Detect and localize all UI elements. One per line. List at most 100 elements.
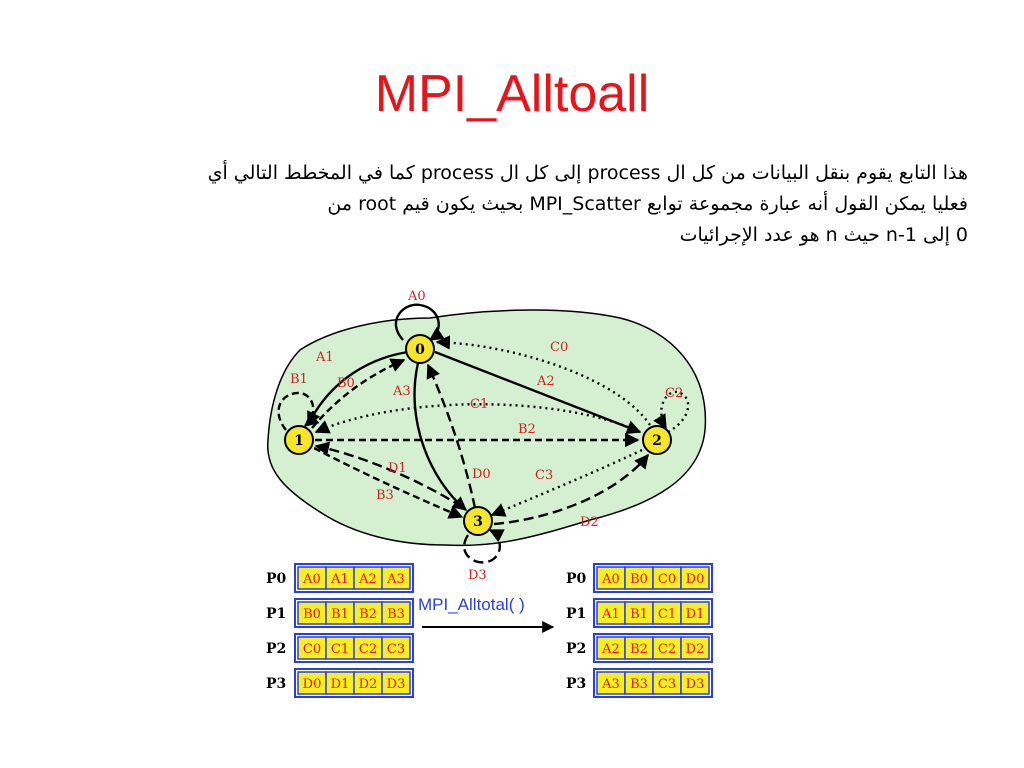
after-row-frame (593, 598, 713, 628)
edge-label-b3: B3 (376, 488, 394, 503)
edge-label-a0: A0 (407, 289, 426, 304)
edges (277, 303, 690, 564)
edge-b0 (311, 358, 406, 429)
node-3 (463, 506, 493, 536)
after-row-label: P3 (566, 676, 586, 692)
body-line-3: 0 إلى n-1 حيث n هو عدد الإجرائيات (679, 224, 968, 246)
before-cell-text: D3 (387, 677, 406, 692)
edge-b3 (313, 446, 464, 519)
after-cell-text: B1 (630, 607, 648, 622)
before-row-frame (294, 668, 414, 698)
after-row-label: P2 (566, 641, 586, 657)
before-row-label: P0 (266, 571, 287, 587)
edge-label-b1: B1 (290, 372, 308, 387)
edge-a0-loop (394, 303, 445, 341)
before-cell-text: B3 (387, 607, 405, 622)
before-cell (381, 601, 411, 625)
body-text: هذا التابع يقوم بنقل البيانات من كل ال p… (100, 158, 968, 251)
before-cell-text: B0 (303, 607, 321, 622)
after-cell-text: C0 (658, 572, 676, 587)
after-cell-text: A3 (601, 677, 620, 692)
before-cell-text: C3 (387, 642, 405, 657)
after-cell (680, 566, 710, 590)
before-cell-text: C2 (359, 642, 377, 657)
edge-label-a3: A3 (392, 384, 411, 399)
after-row-frame (593, 668, 713, 698)
edge-d3-loop (462, 528, 505, 564)
before-row-label: P1 (266, 606, 286, 622)
after-cell (680, 601, 710, 625)
before-cell-text: B2 (359, 607, 377, 622)
edge-label-d3: D3 (468, 568, 487, 583)
after-cell (680, 671, 710, 695)
process-region (267, 309, 707, 547)
before-cell (381, 636, 411, 660)
graph-nodes: 0 1 2 3 (284, 334, 672, 536)
node-0-label: 0 (415, 342, 425, 358)
edge-label-d1: D1 (388, 461, 407, 476)
after-cell-text: A0 (601, 572, 620, 587)
after-row-label: P1 (566, 606, 586, 622)
edge-d0 (426, 363, 477, 509)
after-cell-text: A1 (601, 607, 620, 622)
edge-c2-loop (653, 390, 690, 434)
before-cell-text: D2 (359, 677, 378, 692)
after-row-frame (593, 563, 713, 593)
edge-labels: A0 A1 B1 B0 A3 C0 A2 C2 C1 B2 D1 D0 C3 B… (290, 289, 683, 583)
node-0 (405, 334, 435, 364)
after-cell-text: B2 (630, 642, 648, 657)
edge-label-a1: A1 (315, 350, 334, 365)
edge-label-d2: D2 (580, 515, 599, 530)
edge-label-c1: C1 (470, 397, 488, 412)
node-1 (284, 425, 314, 455)
before-cell-text: A3 (386, 572, 405, 587)
after-cell-text: D2 (686, 642, 705, 657)
edge-label-c3: C3 (535, 468, 553, 483)
before-cell (381, 566, 411, 590)
edge-a3 (413, 362, 468, 511)
slide-title: MPI_Alltoall (374, 65, 650, 123)
edge-label-d0: D0 (472, 467, 491, 482)
before-cell-text: C1 (331, 642, 349, 657)
edge-label-a2: A2 (536, 374, 555, 389)
edge-c1 (314, 403, 641, 434)
before-cell-text: D0 (303, 677, 322, 692)
edge-a1 (306, 350, 409, 427)
transform-label: MPI_Alltotal( ) (418, 595, 525, 614)
after-row-frame (593, 633, 713, 663)
after-cell-text: C2 (658, 642, 676, 657)
before-cell-text: C0 (303, 642, 321, 657)
edge-d1 (314, 441, 463, 509)
before-row-frame (294, 563, 414, 593)
edge-label-c0: C0 (550, 340, 568, 355)
edge-d2 (493, 453, 649, 526)
edge-label-b2: B2 (518, 422, 536, 437)
before-cell (381, 671, 411, 695)
before-cell-text: B1 (331, 607, 349, 622)
before-cell-text: A0 (302, 572, 321, 587)
after-cell-text: B0 (630, 572, 648, 587)
after-cell (680, 636, 710, 660)
after-cell-text: D3 (686, 677, 705, 692)
after-cell-text: D0 (686, 572, 705, 587)
node-1-label: 1 (294, 433, 304, 449)
before-row-label: P2 (266, 641, 286, 657)
before-row-frame (294, 598, 414, 628)
after-cell-text: C1 (658, 607, 676, 622)
after-cell-text: D1 (686, 607, 705, 622)
before-cell-text: D1 (331, 677, 350, 692)
after-row-label: P0 (566, 571, 587, 587)
edge-label-c2: C2 (665, 386, 683, 401)
before-row-label: P3 (266, 676, 286, 692)
node-2-label: 2 (652, 433, 662, 449)
before-row-frame (294, 633, 414, 663)
node-2 (642, 425, 672, 455)
body-line-2: فعليا يمكن القول أنه عبارة مجموعة توابع … (327, 193, 968, 215)
node-3-label: 3 (473, 514, 483, 530)
body-line-1: هذا التابع يقوم بنقل البيانات من كل ال p… (207, 162, 968, 184)
after-cell-text: B3 (630, 677, 648, 692)
before-cell-text: A1 (330, 572, 349, 587)
